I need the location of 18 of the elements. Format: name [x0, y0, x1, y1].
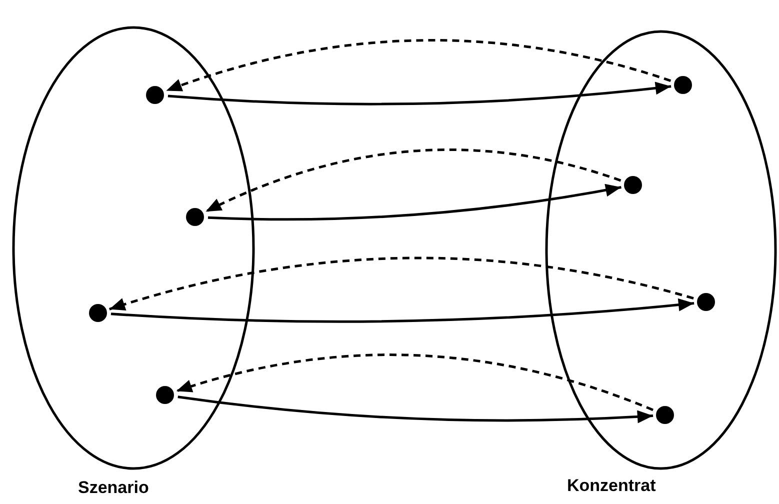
- point: [656, 406, 674, 424]
- point: [89, 304, 107, 322]
- arrow: [110, 298, 694, 323]
- dashed-arrow: [166, 39, 672, 92]
- arrow: [178, 396, 654, 424]
- point: [186, 208, 204, 226]
- dashed-arrow: [205, 148, 622, 213]
- point: [697, 293, 715, 311]
- arrow: [168, 82, 672, 106]
- point: [674, 76, 692, 94]
- set-label: Szenario: [78, 478, 149, 498]
- point: [624, 176, 642, 194]
- dashed-arrow: [109, 256, 694, 311]
- arrow: [208, 184, 622, 221]
- point: [156, 386, 174, 404]
- set-label: Konzentrat: [567, 476, 656, 496]
- dashed-arrow: [176, 354, 654, 412]
- point: [146, 86, 164, 104]
